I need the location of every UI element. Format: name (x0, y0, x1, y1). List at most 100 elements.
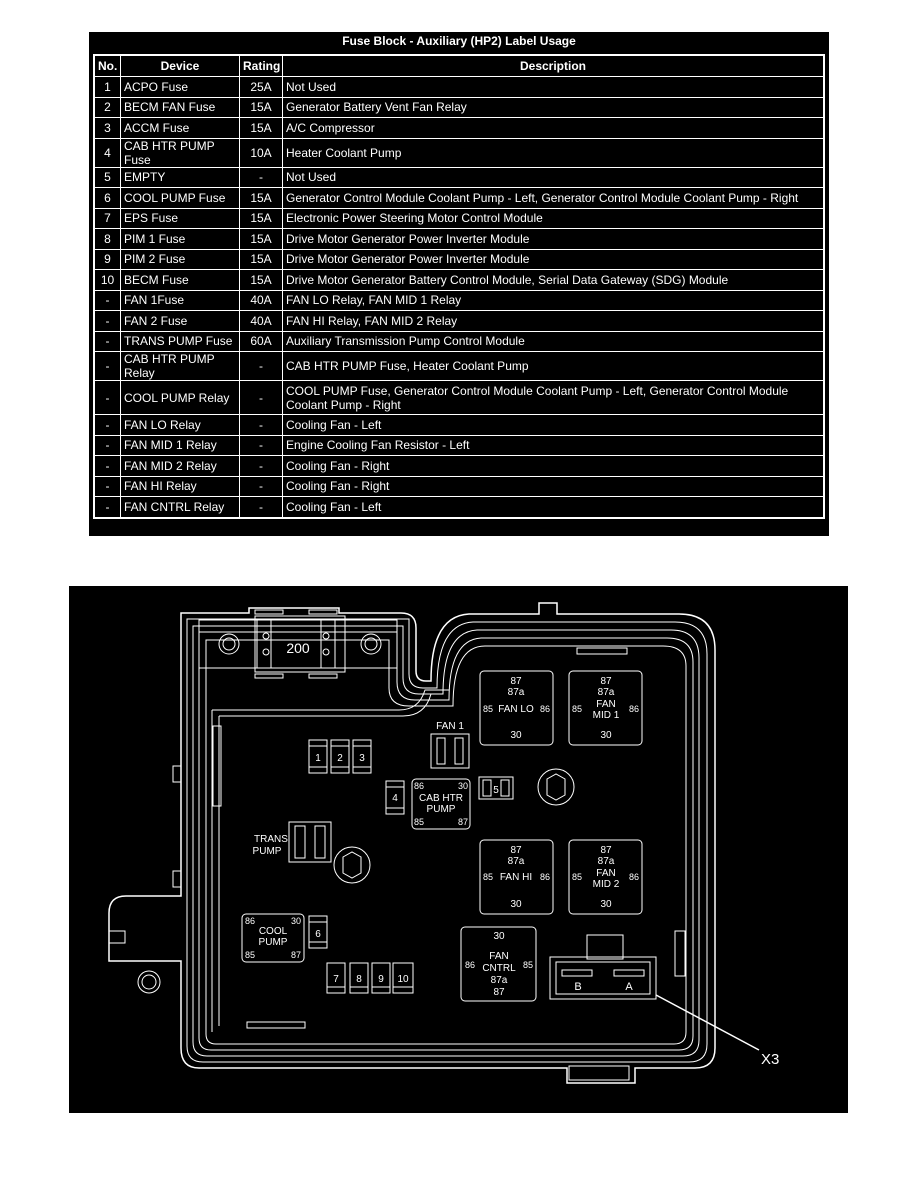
relay-fan-hi-name: FAN HI (500, 872, 532, 883)
cell-no: 5 (94, 166, 121, 188)
relay-fan-mid1-name2: MID 1 (593, 710, 620, 721)
mega-fuse-200: 200 (198, 609, 398, 679)
table-row: -FAN LO Relay-Cooling Fan - Left (94, 414, 824, 436)
cell-no: 7 (94, 207, 121, 229)
cell-rating: 25A (239, 76, 283, 98)
table-row: -FAN MID 2 Relay-Cooling Fan - Right (94, 455, 824, 477)
fuse-2-label: 2 (337, 753, 343, 764)
cell-device: ACPO Fuse (120, 76, 240, 98)
cool-pump-line2: PUMP (259, 937, 288, 948)
cell-no: - (94, 475, 121, 497)
cool-pump-30: 30 (291, 916, 301, 926)
cell-rating: - (239, 455, 283, 477)
relay-fan-lo-86: 86 (540, 704, 550, 714)
relay-fan-mid2-name2: MID 2 (593, 879, 620, 890)
cell-description: CAB HTR PUMP Fuse, Heater Coolant Pump (282, 351, 824, 381)
cell-device: EMPTY (120, 166, 240, 188)
cell-description: Drive Motor Generator Power Inverter Mod… (282, 228, 824, 250)
relay-fan-mid2-87a: 87a (598, 856, 615, 867)
cell-no: 10 (94, 269, 121, 291)
cell-description: Cooling Fan - Left (282, 496, 824, 518)
cell-description: Cooling Fan - Right (282, 475, 824, 497)
cell-rating: - (239, 475, 283, 497)
mega-fuse-label: 200 (286, 640, 310, 656)
cell-rating: 40A (239, 289, 283, 311)
relay-fan-hi-86: 86 (540, 872, 550, 882)
fuse-3-label: 3 (359, 753, 365, 764)
cell-no: 2 (94, 96, 121, 118)
cell-rating: 15A (239, 96, 283, 118)
mounting-bolt (137, 970, 161, 994)
fuses-1-2-3: 1 2 3 (308, 739, 372, 774)
relay-fan-mid1-name1: FAN (596, 699, 615, 710)
cell-no: 6 (94, 187, 121, 209)
fuse-block-diagram: 200 FAN 1 1 2 3 4 86 30 CAB HTR PUMP (69, 586, 848, 1113)
relay-fan-mid2-name1: FAN (596, 868, 615, 879)
cell-no: - (94, 351, 121, 381)
relay-fan-mid2-30: 30 (600, 899, 612, 910)
cell-rating: 15A (239, 248, 283, 270)
cell-device: FAN LO Relay (120, 414, 240, 436)
cell-rating: - (239, 434, 283, 456)
relay-fan-mid2-86: 86 (629, 872, 639, 882)
cell-no: - (94, 434, 121, 456)
header-description: Description (282, 55, 824, 77)
relay-fan-lo-30: 30 (510, 730, 522, 741)
relay-fan-lo: 87 87a 85 FAN LO 86 30 (479, 670, 554, 746)
hex-bolt-right (537, 768, 575, 806)
cell-device: PIM 2 Fuse (120, 248, 240, 270)
cell-rating: 60A (239, 330, 283, 352)
relay-fan-mid1-87: 87 (600, 676, 612, 687)
relay-fan-cntrl-name1: FAN (489, 951, 508, 962)
cool-pump-85: 85 (245, 950, 255, 960)
table-row: -FAN MID 1 Relay-Engine Cooling Fan Resi… (94, 434, 824, 456)
cell-device: COOL PUMP Relay (120, 380, 240, 415)
table-row: -CAB HTR PUMP Relay-CAB HTR PUMP Fuse, H… (94, 351, 824, 381)
table-title: Fuse Block - Auxiliary (HP2) Label Usage (342, 34, 576, 48)
cab-htr-85: 85 (414, 817, 424, 827)
cab-htr-30: 30 (458, 781, 468, 791)
cab-htr-86: 86 (414, 781, 424, 791)
cell-rating: 15A (239, 269, 283, 291)
relay-fan-cntrl-name2: CNTRL (482, 963, 516, 974)
relay-fan-lo-name: FAN LO (498, 704, 534, 715)
cell-no: - (94, 330, 121, 352)
cell-device: FAN 2 Fuse (120, 310, 240, 332)
cell-rating: 15A (239, 187, 283, 209)
table-header-row: No. Device Rating Description (94, 55, 824, 77)
cell-rating: - (239, 351, 283, 381)
relay-fan-mid2: 87 87a 85 FAN MID 2 86 30 (568, 839, 643, 915)
cool-pump-relay: 86 30 COOL PUMP 85 87 (241, 913, 305, 963)
fuse-5: 5 (478, 776, 514, 800)
fuses-7-10: 7 8 9 10 (326, 962, 414, 994)
cell-device: FAN CNTRL Relay (120, 496, 240, 518)
header-no: No. (94, 55, 121, 77)
fuse-4-label: 4 (392, 793, 398, 804)
fan1-fuse: FAN 1 (430, 721, 470, 769)
cell-description: FAN HI Relay, FAN MID 2 Relay (282, 310, 824, 332)
cell-rating: 40A (239, 310, 283, 332)
cell-description: Drive Motor Generator Power Inverter Mod… (282, 248, 824, 270)
fan1-label: FAN 1 (436, 721, 464, 732)
relay-fan-mid1: 87 87a 85 FAN MID 1 86 30 (568, 670, 643, 746)
relay-fan-mid1-87a: 87a (598, 687, 615, 698)
table-row: -FAN HI Relay-Cooling Fan - Right (94, 475, 824, 497)
cell-description: Not Used (282, 166, 824, 188)
fuse-6-label: 6 (315, 929, 321, 940)
cell-no: 1 (94, 76, 121, 98)
relay-fan-mid1-86: 86 (629, 704, 639, 714)
callout-x3: X3 (761, 1051, 779, 1068)
fuse-6: 6 (308, 915, 328, 949)
relay-fan-hi-85: 85 (483, 872, 493, 882)
